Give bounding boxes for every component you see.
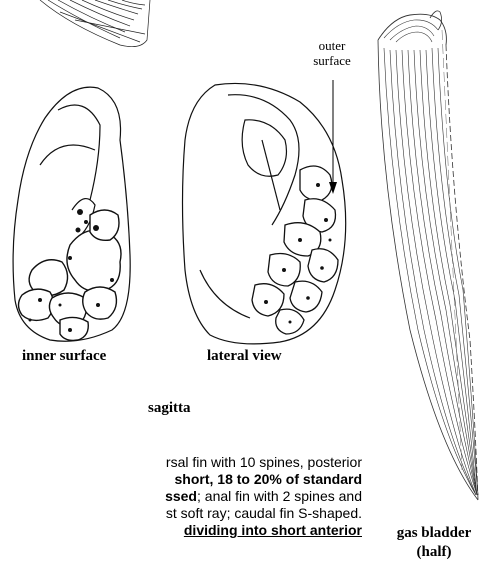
fish-fragment-drawing <box>40 0 150 47</box>
sagitta-caption: sagitta <box>148 400 191 417</box>
outer-surface-label-line1: outer <box>300 38 364 53</box>
description-line-3-rest: ; anal fin with 2 spines and <box>197 488 362 504</box>
description-line-2-bold: short, 18 to 20% of standard <box>175 471 362 487</box>
description-text: rsal fin with 10 spines, posterior short… <box>0 454 362 539</box>
outer-surface-label-line2: surface <box>300 53 364 68</box>
description-line-2: short, 18 to 20% of standard <box>0 471 362 488</box>
gas-bladder-caption-line2: (half) <box>382 543 486 562</box>
outer-surface-label: outer surface <box>300 38 364 68</box>
description-line-1: rsal fin with 10 spines, posterior <box>0 454 362 471</box>
sagitta-inner-surface-drawing <box>13 87 130 341</box>
description-line-3-bold: ssed <box>165 488 197 504</box>
description-line-5-bold: dividing into short anterior <box>184 522 362 538</box>
description-line-5: dividing into short anterior <box>0 522 362 539</box>
sagitta-lateral-view-drawing <box>183 83 346 343</box>
lateral-view-label: lateral view <box>207 348 282 365</box>
inner-surface-label: inner surface <box>22 348 106 365</box>
description-line-3: ssed; anal fin with 2 spines and <box>0 488 362 505</box>
gas-bladder-caption-line1: gas bladder <box>382 524 486 543</box>
gas-bladder-caption: gas bladder (half) <box>382 524 486 562</box>
description-line-4: st soft ray; caudal fin S-shaped. <box>0 505 362 522</box>
gas-bladder-drawing <box>378 11 478 500</box>
